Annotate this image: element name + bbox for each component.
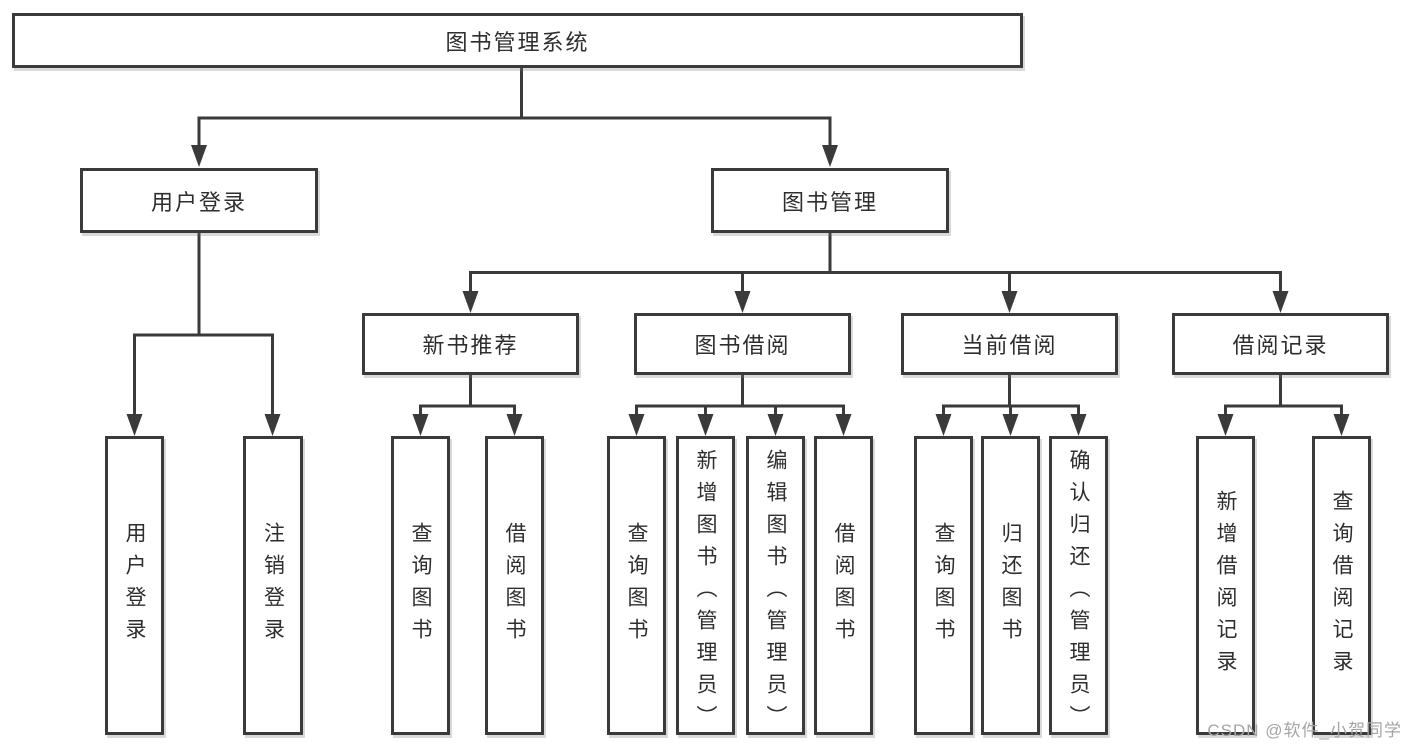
node-new-book-recommendation: 新书推荐: [362, 313, 579, 375]
arrow-to-book-borrowing: [734, 272, 751, 313]
arrowhead-icon: [628, 414, 645, 436]
arrow-leaf-borrow-books-recommend: [506, 406, 523, 436]
arrow-leaf-borrow-books-borrowing: [835, 406, 852, 436]
node-leaf-user-login: 用户登录: [105, 436, 164, 735]
node-leaf-return-books: 归还图书: [981, 436, 1040, 735]
arrow-to-borrowing-records: [1272, 272, 1289, 313]
arrowhead-icon: [1001, 291, 1018, 313]
node-root-library-management-system: 图书管理系统: [12, 13, 1023, 68]
arrowhead-icon: [822, 145, 838, 167]
node-label: 查询图书: [932, 521, 955, 650]
node-book-management: 图书管理: [711, 168, 949, 233]
node-leaf-borrow-books-borrowing: 借阅图书: [814, 436, 873, 735]
node-label: 用户登录: [150, 189, 247, 215]
arrowhead-icon: [1217, 414, 1234, 436]
arrow-leaf-query-books-current: [935, 406, 952, 436]
node-label: 图书借阅: [694, 333, 791, 358]
arrowhead-icon: [734, 291, 751, 313]
node-label: 当前借阅: [961, 333, 1058, 358]
node-label: 新增图书（管理员）: [694, 449, 717, 737]
arrow-leaf-query-books-borrowing: [628, 406, 645, 436]
arrow-leaf-query-books-recommend: [412, 406, 429, 436]
arrowhead-icon: [767, 414, 784, 436]
node-label: 新书推荐: [422, 333, 519, 358]
node-borrowing-records: 借阅记录: [1172, 313, 1389, 375]
arrowhead-icon: [462, 291, 479, 313]
arrowhead-icon: [506, 414, 523, 436]
node-book-borrowing: 图书借阅: [634, 313, 851, 375]
node-leaf-query-borrow-record: 查询借阅记录: [1312, 436, 1371, 735]
node-label: 借阅图书: [503, 521, 526, 650]
arrow-leaf-query-borrow-record: [1333, 406, 1350, 436]
arrowhead-icon: [935, 414, 952, 436]
arrowhead-icon: [1002, 414, 1019, 436]
arrow-leaf-edit-books-admin: [767, 406, 784, 436]
node-label: 用户登录: [123, 521, 146, 650]
node-leaf-query-books-recommend: 查询图书: [391, 436, 450, 735]
node-label: 图书管理系统: [445, 29, 590, 55]
arrowhead-icon: [412, 414, 429, 436]
node-label: 查询图书: [625, 521, 648, 650]
node-label: 图书管理: [781, 189, 878, 215]
arrow-to-logout-leaf: [264, 335, 281, 436]
node-user-login: 用户登录: [80, 168, 318, 233]
arrowhead-icon: [1333, 414, 1350, 436]
arrowhead-icon: [1070, 414, 1087, 436]
node-leaf-borrow-books-recommend: 借阅图书: [485, 436, 544, 735]
arrowhead-icon: [1272, 291, 1289, 313]
node-label: 新增借阅记录: [1214, 489, 1237, 682]
node-leaf-logout: 注销登录: [243, 436, 303, 735]
arrow-to-new-book-recommendation: [462, 272, 479, 313]
arrowhead-icon: [264, 414, 281, 436]
node-leaf-edit-books-admin: 编辑图书（管理员）: [746, 436, 805, 737]
arrow-leaf-return-books: [1002, 406, 1019, 436]
node-label: 注销登录: [261, 521, 285, 650]
node-leaf-query-books-borrowing: 查询图书: [607, 436, 666, 735]
node-leaf-add-borrow-record: 新增借阅记录: [1196, 436, 1255, 735]
node-leaf-query-books-current: 查询图书: [914, 436, 973, 735]
arrowhead-icon: [126, 414, 143, 436]
arrowhead-icon: [835, 414, 852, 436]
node-label: 查询图书: [409, 521, 432, 650]
arrow-leaf-add-borrow-record: [1217, 406, 1234, 436]
arrowhead-icon: [697, 414, 714, 436]
node-current-borrowing: 当前借阅: [901, 313, 1118, 375]
node-label: 查询借阅记录: [1330, 489, 1353, 682]
arrow-leaf-confirm-return-admin: [1070, 406, 1087, 436]
arrow-to-current-borrowing: [1001, 272, 1018, 313]
arrow-to-book-management: [822, 118, 838, 167]
node-leaf-add-books-admin: 新增图书（管理员）: [676, 436, 735, 737]
arrow-leaf-add-books-admin: [697, 406, 714, 436]
node-label: 借阅图书: [832, 521, 855, 650]
arrow-to-user-login-leaf: [126, 335, 143, 436]
node-leaf-confirm-return-admin: 确认归还（管理员）: [1049, 436, 1108, 737]
node-label: 归还图书: [999, 521, 1022, 650]
node-label: 编辑图书（管理员）: [764, 449, 787, 737]
csdn-watermark: CSDN @软件_小贺同学: [1207, 721, 1402, 740]
node-label: 借阅记录: [1232, 333, 1329, 358]
node-label: 确认归还（管理员）: [1067, 449, 1090, 737]
arrowhead-icon: [191, 145, 207, 167]
arrow-to-user-login: [191, 118, 207, 167]
